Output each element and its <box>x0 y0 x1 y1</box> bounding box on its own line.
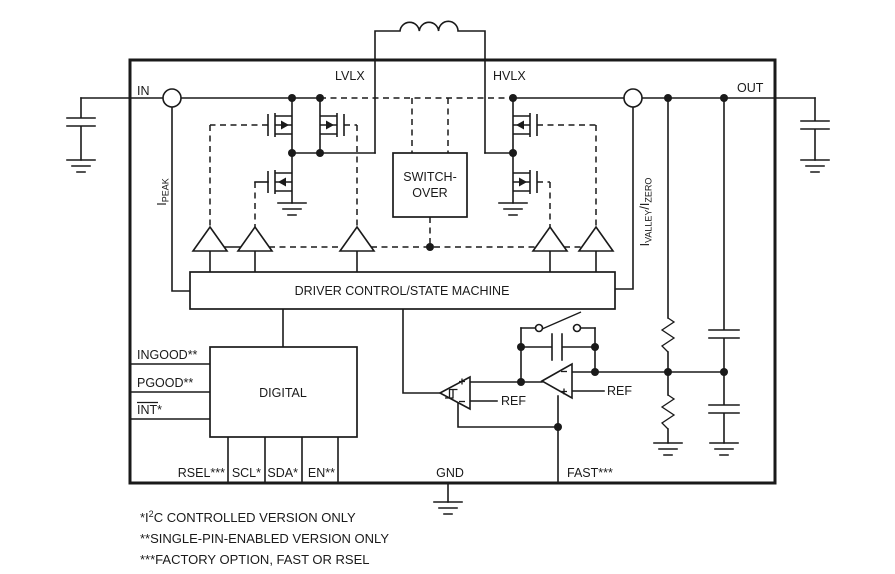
pin-label-pgood: PGOOD** <box>137 376 193 390</box>
ground-hvlx-fet <box>498 202 528 216</box>
pin-label-in: IN <box>137 84 150 98</box>
pin-label-gnd: GND <box>436 466 464 480</box>
pin-label-out: OUT <box>737 81 764 95</box>
driver-control-block <box>189 271 616 310</box>
wire-comp-output <box>402 308 441 394</box>
pin-label-hvlx: HVLX <box>493 69 526 83</box>
wire-ipeak-sense <box>171 106 191 292</box>
ground-cap-branch <box>709 442 739 456</box>
error-amplifier <box>540 362 573 400</box>
mosfet-output-highside <box>512 112 538 138</box>
pin-label-lvlx: LVLX <box>335 69 365 83</box>
ivalley-izero-label: IVALLEY/IZERO <box>638 178 654 247</box>
wire-inductor-loop <box>374 20 486 154</box>
ic-boundary <box>128 58 777 485</box>
plus-input-icon <box>459 378 465 385</box>
mosfet-input-highside-b <box>319 112 345 138</box>
ground-gnd-pin <box>433 501 463 515</box>
wires <box>66 20 830 503</box>
driver-control-label: DRIVER CONTROL/STATE MACHINE <box>295 284 510 298</box>
wire-input-cap <box>66 97 96 161</box>
gate-driver-5 <box>578 226 614 252</box>
dash-gate1 <box>209 124 268 227</box>
footnotes: *I2C CONTROLLED VERSION ONLY **SINGLE-PI… <box>140 509 389 567</box>
resistor-divider-top <box>661 317 675 353</box>
switchover-label-line1: SWITCH- <box>403 170 456 184</box>
wire-ivalley-sense <box>614 106 634 290</box>
pin-label-int: INT* <box>137 403 162 417</box>
switchover-block <box>392 152 468 218</box>
resistor-divider-bottom <box>661 394 675 430</box>
footnote-3: ***FACTORY OPTION, FAST OR RSEL <box>140 552 370 567</box>
wire-fast-net <box>457 395 559 483</box>
pin-label-scl: SCL* <box>232 466 261 480</box>
wire-bottom-pins <box>227 436 339 483</box>
pin-label-ingood: INGOOD** <box>137 348 198 362</box>
in-current-sense-circle <box>162 88 182 108</box>
ground-output-cap <box>800 159 830 173</box>
pin-label-fast: FAST*** <box>567 466 613 480</box>
ground-input-cap <box>66 159 96 173</box>
pin-label-en: EN** <box>308 466 335 480</box>
gate-driver-1 <box>192 226 228 252</box>
ipeak-label: IPEAK <box>155 178 171 206</box>
plus-input-icon <box>561 388 567 395</box>
wire-driver-stubs <box>209 250 597 273</box>
dash-gate4 <box>537 181 551 227</box>
dashed-wires <box>209 97 597 248</box>
hysteresis-comparator <box>438 375 471 411</box>
mosfet-lvlx-lowside <box>267 169 293 195</box>
pin-label-rsel: RSEL*** <box>178 466 225 480</box>
wire-output-cap <box>800 97 830 161</box>
wire-left-pins <box>129 363 211 420</box>
wire-cap-branch <box>708 97 740 444</box>
switch-contact-left <box>534 323 544 333</box>
ground-divider <box>653 442 683 456</box>
ref-label-comparator: REF <box>501 394 526 408</box>
dash-switchover-top <box>411 98 449 153</box>
pin-label-sda: SDA* <box>267 466 298 480</box>
footnote-2: **SINGLE-PIN-ENABLED VERSION ONLY <box>140 531 389 546</box>
switch-lever <box>541 311 582 330</box>
dash-gate3 <box>344 124 358 227</box>
dash-gate5 <box>537 124 597 227</box>
footnote-1: *I2C CONTROLLED VERSION ONLY <box>140 509 356 525</box>
mosfet-input-highside-a <box>267 112 293 138</box>
gate-driver-2 <box>237 226 273 252</box>
digital-block <box>209 346 358 438</box>
hysteresis-icon <box>445 388 458 399</box>
junction-dots <box>288 94 728 431</box>
out-current-sense-circle <box>623 88 643 108</box>
ref-label-erroramp: REF <box>607 384 632 398</box>
switchover-label-line2: OVER <box>412 186 447 200</box>
wire-int-cap <box>520 333 596 361</box>
switch-contact-right <box>572 323 582 333</box>
ground-lvlx-fet <box>277 202 307 216</box>
gate-driver-4 <box>532 226 568 252</box>
digital-label: DIGITAL <box>259 386 307 400</box>
mosfet-hvlx-lowside <box>512 169 538 195</box>
gate-driver-3 <box>339 226 375 252</box>
